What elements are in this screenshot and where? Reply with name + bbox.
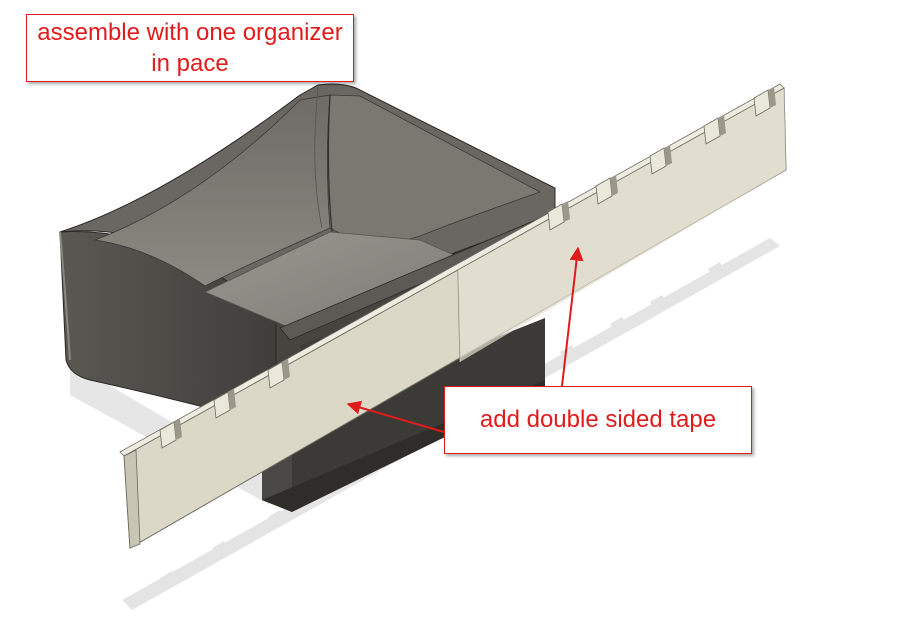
tape-note-callout: add double sided tape: [444, 386, 752, 454]
tape-arrows: [346, 246, 584, 433]
assembly-note-callout: assemble with one organizer in pace: [26, 14, 354, 82]
assembly-note-text: assemble with one organizer in pace: [37, 19, 343, 77]
tape-note-text: add double sided tape: [479, 406, 717, 433]
arrow-to-right-rail: [561, 246, 584, 387]
mounting-rail: [119, 83, 787, 549]
arrow-to-left-rail: [346, 400, 445, 433]
rail-clips: [159, 89, 771, 449]
